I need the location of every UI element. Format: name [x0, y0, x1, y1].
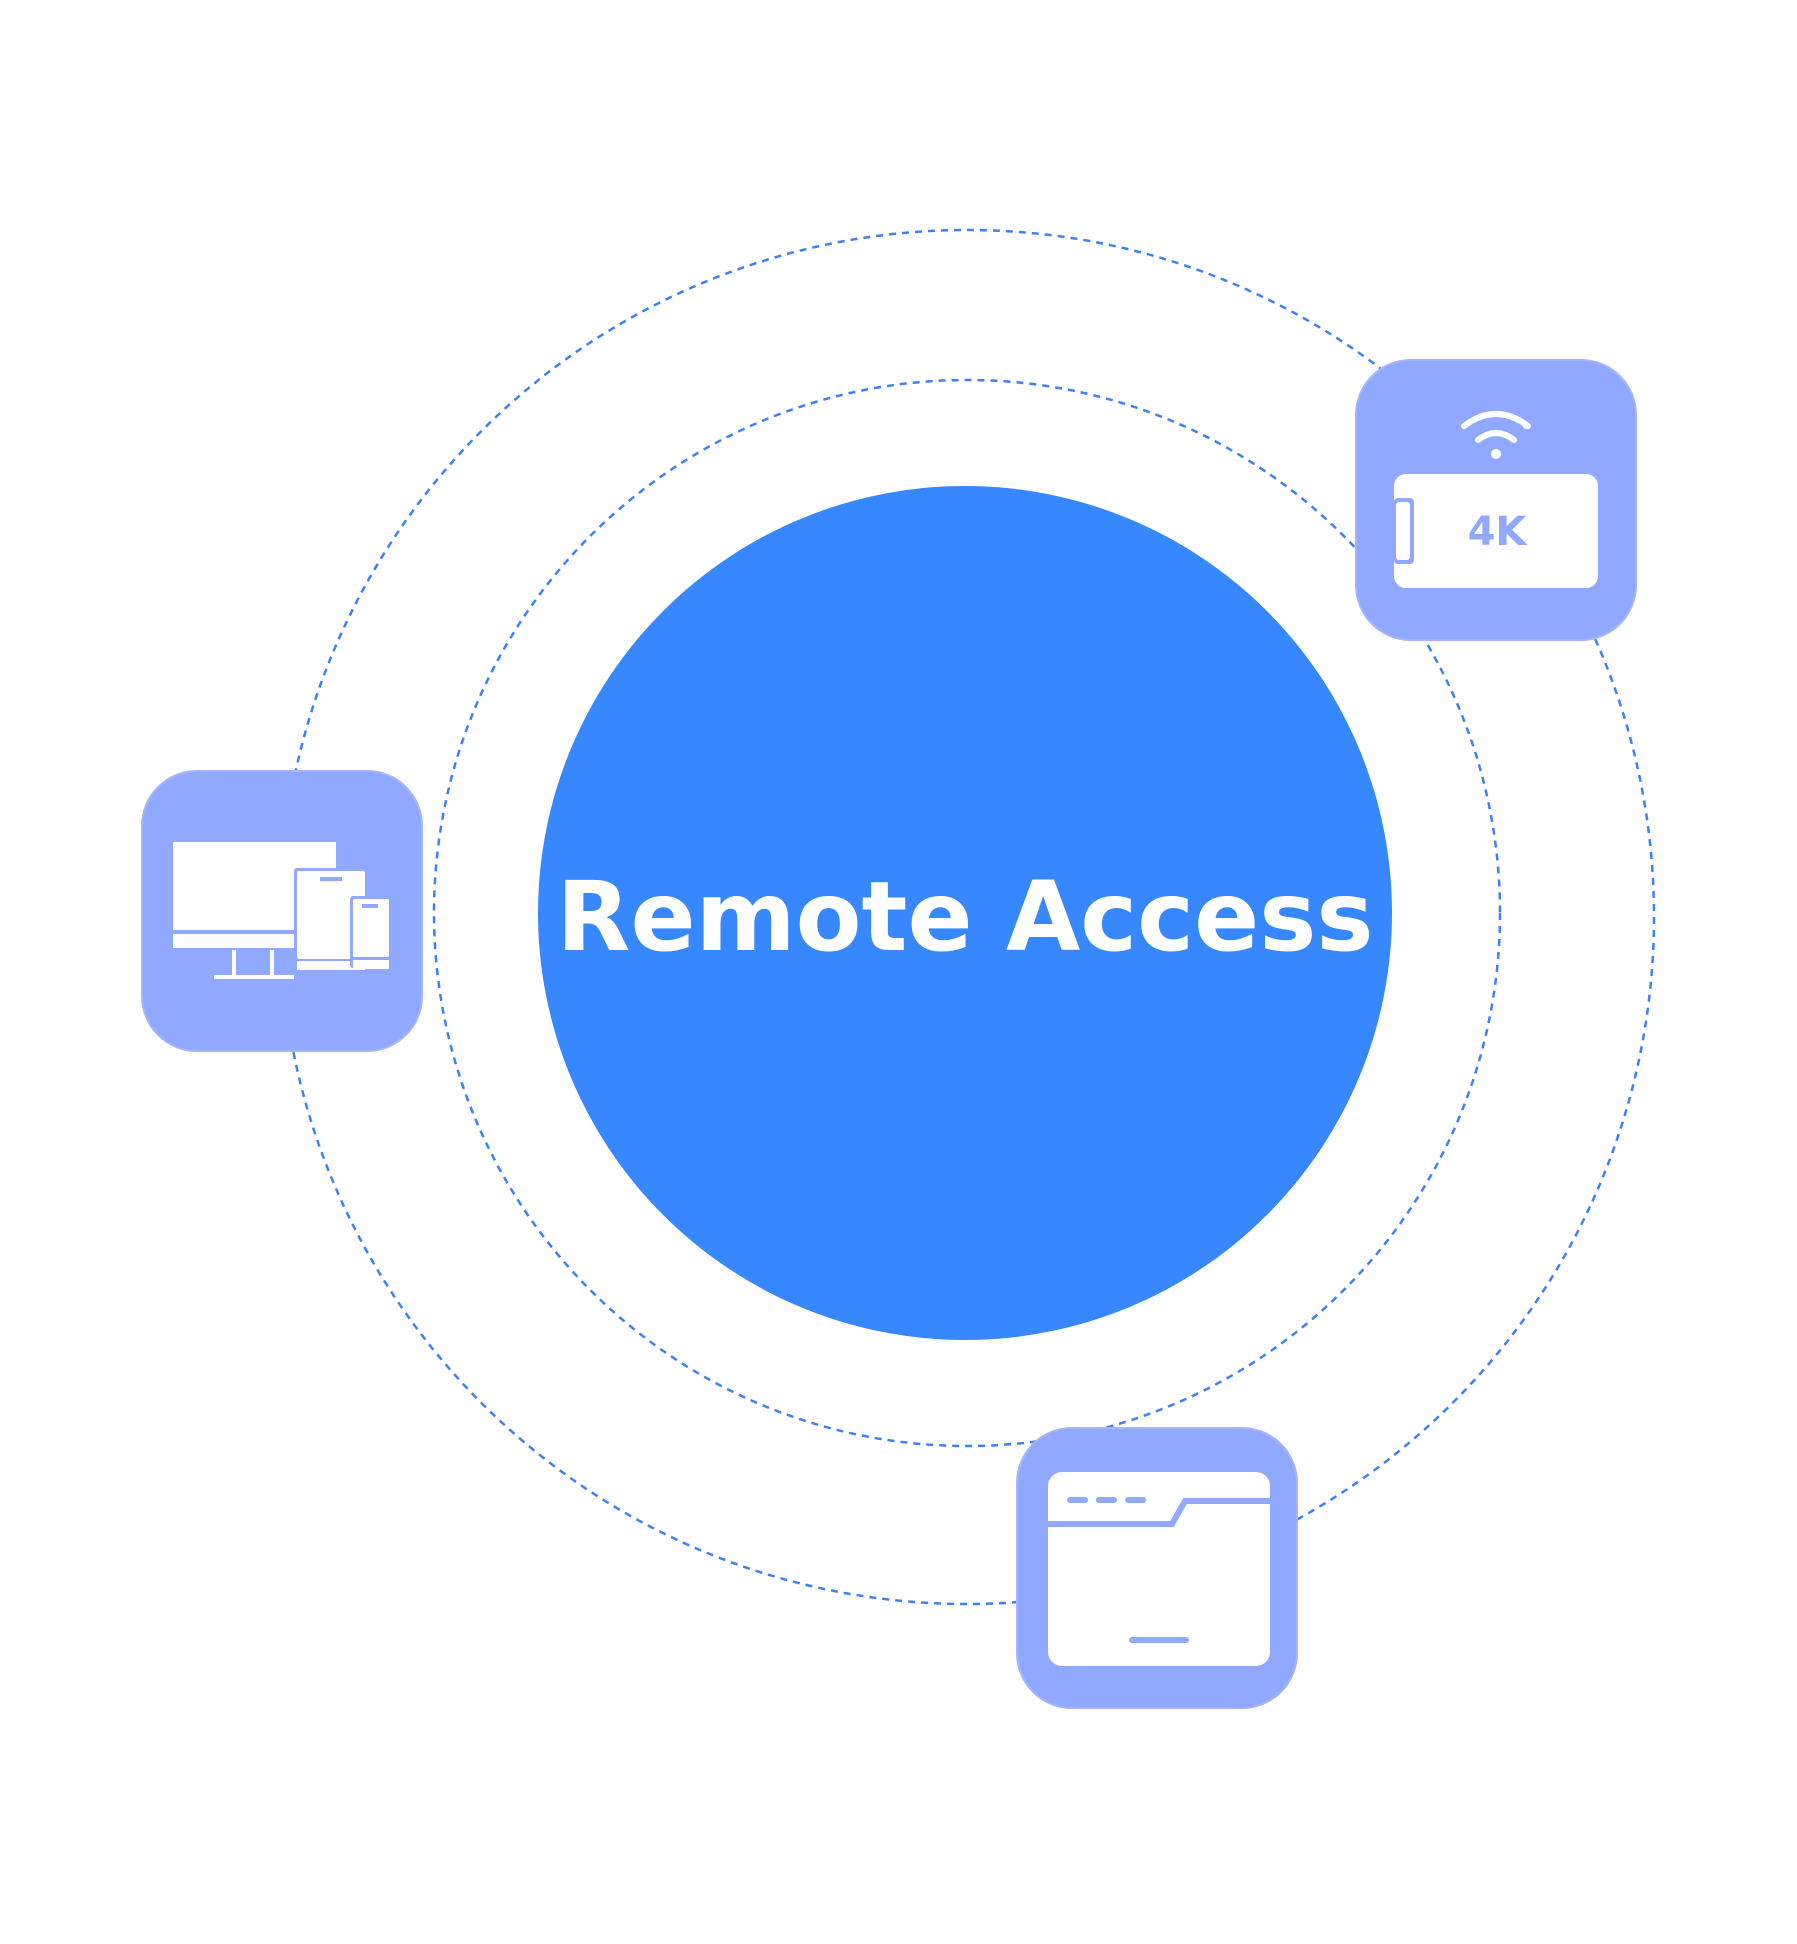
inner-orbit-ring — [432, 378, 1502, 1448]
multi-device-tile[interactable] — [141, 770, 423, 1052]
devices-icon — [173, 842, 392, 979]
center-label: Remote Access — [557, 861, 1374, 973]
4k-streaming-tile[interactable]: 4K — [1355, 359, 1637, 641]
4k-badge-text: 4K — [1468, 509, 1529, 555]
browser-window-tile[interactable] — [1016, 1427, 1298, 1709]
4k-display-icon: 4K — [1394, 474, 1598, 588]
wifi-icon — [1461, 411, 1531, 459]
center-circle — [538, 486, 1392, 1340]
browser-window-icon — [1048, 1472, 1270, 1666]
